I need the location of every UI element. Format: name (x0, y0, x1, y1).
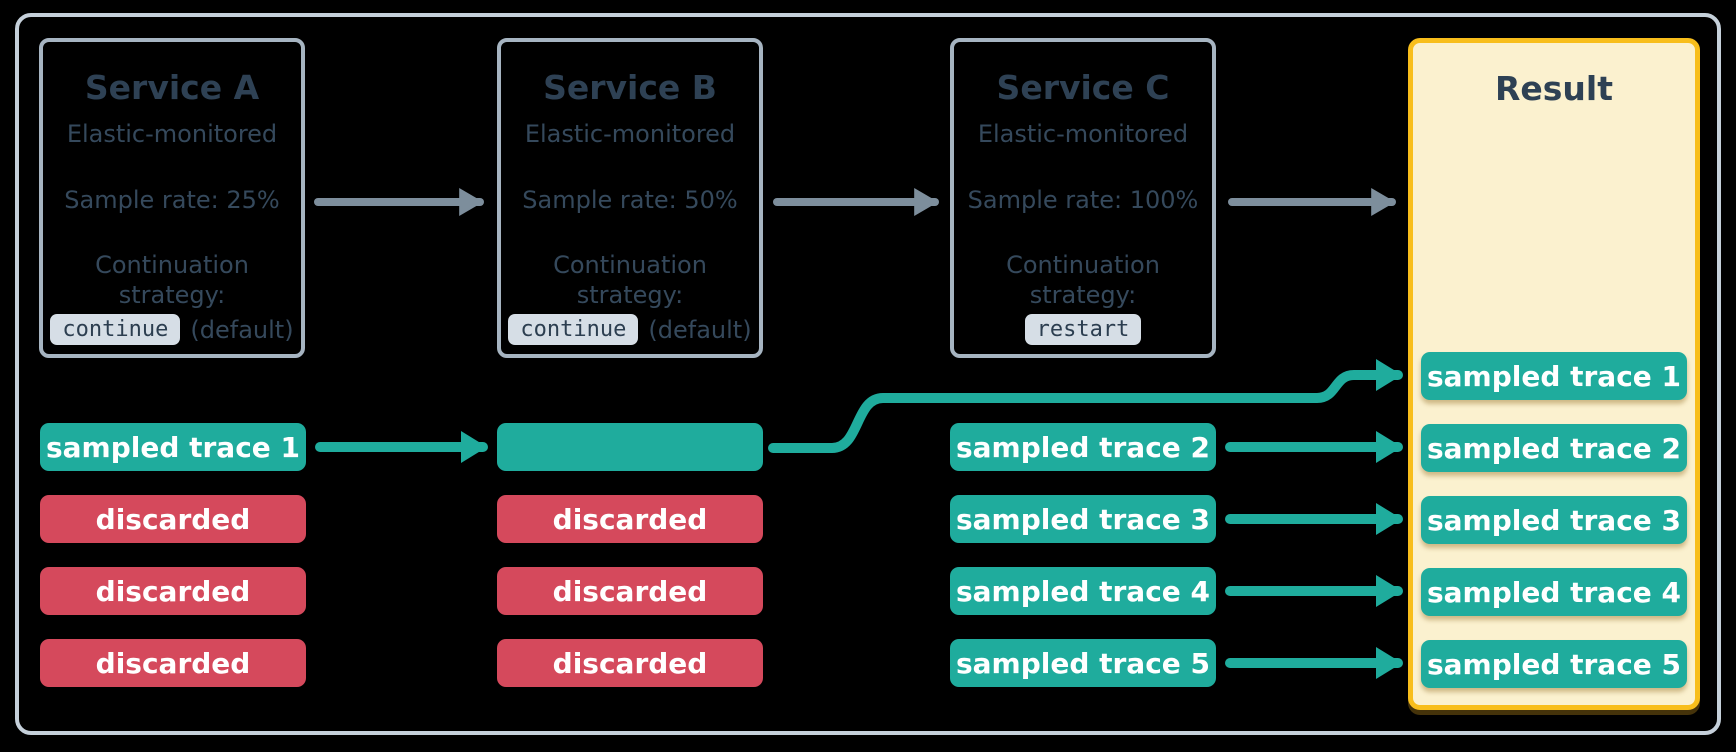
lane-c-pill-sampled-trace-3: sampled trace 3 (950, 495, 1216, 543)
lane-a-pill-discarded-2: discarded (40, 567, 306, 615)
service-b-monitored: Elastic-monitored (524, 120, 736, 148)
lane-b-pill-sampled-blank (497, 423, 763, 471)
service-b-strategy-note: (default) (648, 315, 752, 344)
lane-c-pill-sampled-trace-5: sampled trace 5 (950, 639, 1216, 687)
result-pill-sampled-trace-2: sampled trace 2 (1421, 424, 1687, 472)
lane-a-pill-discarded-3: discarded (40, 639, 306, 687)
service-a-title: Service A (84, 68, 260, 107)
service-b-sample-rate: Sample rate: 50% (522, 186, 738, 214)
result-panel: Result sampled trace 1 sampled trace 2 s… (1408, 38, 1700, 710)
result-pill-sampled-trace-4: sampled trace 4 (1421, 568, 1687, 616)
service-c-strategy-code: restart (1024, 314, 1142, 345)
service-a-strategy-row: continue (default) (50, 314, 294, 345)
lane-b-pill-discarded-1: discarded (497, 495, 763, 543)
service-a-strategy-code: continue (50, 314, 181, 345)
result-pill-sampled-trace-1: sampled trace 1 (1421, 352, 1687, 400)
service-c-strategy-row: restart (1024, 314, 1142, 345)
service-c-sample-rate: Sample rate: 100% (967, 186, 1199, 214)
service-b-title: Service B (543, 68, 717, 107)
service-c-monitored: Elastic-monitored (977, 120, 1189, 148)
lane-c-pill-sampled-trace-4: sampled trace 4 (950, 567, 1216, 615)
service-box-c: Service C Elastic-monitored Sample rate:… (950, 38, 1216, 358)
service-a-strategy-label: Continuation strategy: (95, 251, 249, 309)
result-title: Result (1494, 69, 1613, 108)
lane-b-pill-discarded-3: discarded (497, 639, 763, 687)
lane-a-pill-discarded-1: discarded (40, 495, 306, 543)
service-c-strategy-label: Continuation strategy: (1006, 251, 1160, 309)
service-b-strategy-code: continue (508, 314, 639, 345)
lane-a-pill-sampled-trace-1: sampled trace 1 (40, 423, 306, 471)
service-box-b: Service B Elastic-monitored Sample rate:… (497, 38, 763, 358)
service-b-strategy-label: Continuation strategy: (553, 251, 707, 309)
lane-b-pill-discarded-2: discarded (497, 567, 763, 615)
service-a-sample-rate: Sample rate: 25% (64, 186, 280, 214)
service-box-a: Service A Elastic-monitored Sample rate:… (39, 38, 305, 358)
result-pill-sampled-trace-3: sampled trace 3 (1421, 496, 1687, 544)
service-a-strategy-note: (default) (190, 315, 294, 344)
outer-frame (15, 13, 1721, 735)
service-c-title: Service C (996, 68, 1170, 107)
service-b-strategy-row: continue (default) (508, 314, 752, 345)
service-a-monitored: Elastic-monitored (66, 120, 278, 148)
lane-c-pill-sampled-trace-2: sampled trace 2 (950, 423, 1216, 471)
result-pill-sampled-trace-5: sampled trace 5 (1421, 640, 1687, 688)
